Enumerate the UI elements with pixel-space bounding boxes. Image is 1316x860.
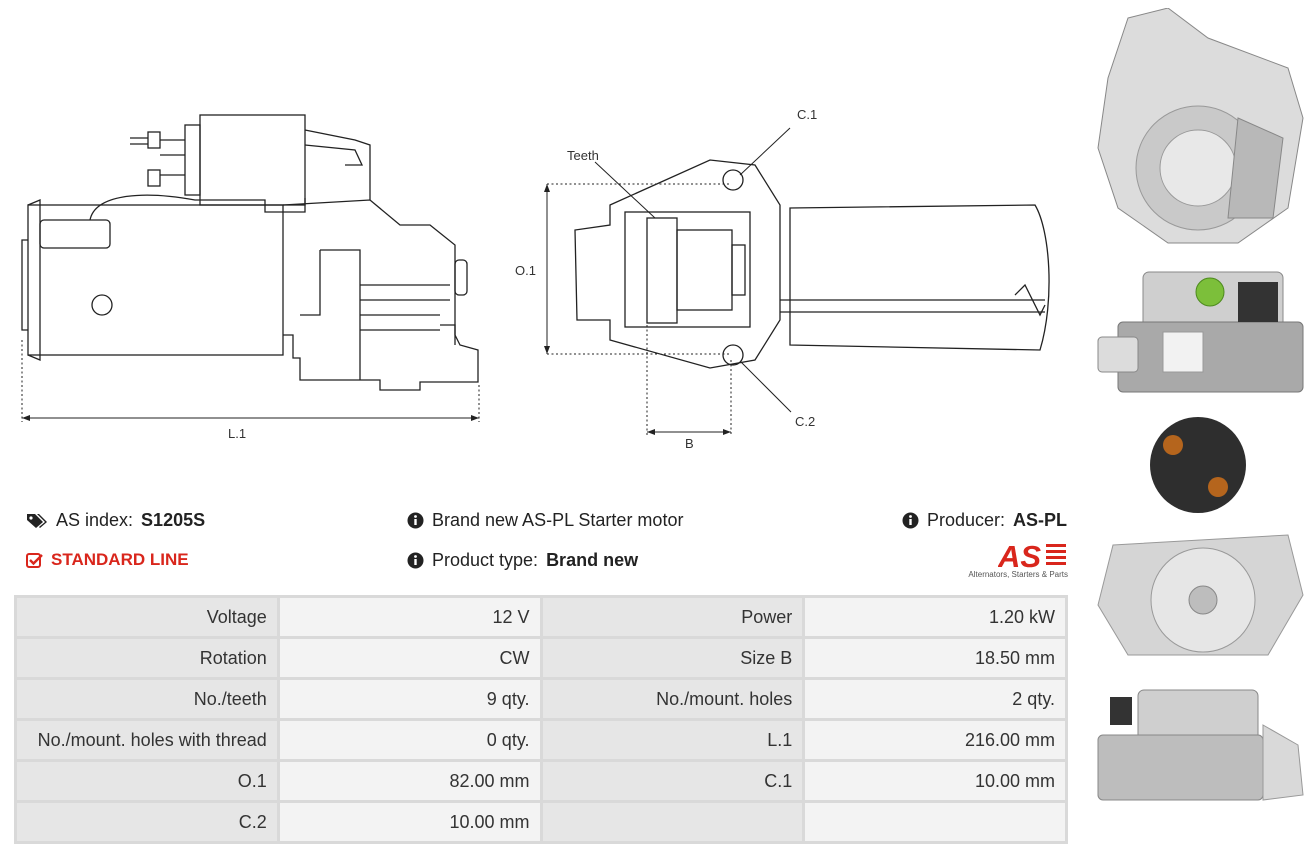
info-circle-icon xyxy=(407,552,424,569)
side-view-drawing: L.1 xyxy=(21,114,480,441)
spec-label-cell: C.2 xyxy=(17,803,277,841)
producer-value: AS-PL xyxy=(1013,510,1067,530)
c2-dimension-label: C.2 xyxy=(795,414,815,429)
product-photo-2 xyxy=(1097,271,1304,393)
spec-label-cell: Voltage xyxy=(17,598,277,636)
info-circle-icon xyxy=(407,512,424,529)
spec-value-cell: 10.00 mm xyxy=(279,803,540,841)
spec-value-cell: 2 qty. xyxy=(805,680,1065,718)
teeth-label: Teeth xyxy=(567,148,599,163)
brand-logo: AS Alternators, Starters & Parts xyxy=(966,540,1068,579)
check-square-icon xyxy=(26,552,43,568)
spec-label-cell: L.1 xyxy=(542,721,803,759)
product-photo-3 xyxy=(1097,417,1304,656)
product-type-label: Product type: xyxy=(432,550,539,570)
spec-label-cell xyxy=(542,803,803,841)
spec-value-cell xyxy=(805,803,1065,841)
product-photo-4 xyxy=(1097,689,1304,801)
spec-label-cell: Rotation xyxy=(17,639,277,677)
description-text: Brand new AS-PL Starter motor xyxy=(432,510,684,530)
description-row: Brand new AS-PL Starter motor xyxy=(407,510,683,531)
spec-label-cell: No./mount. holes with thread xyxy=(17,721,277,759)
spec-value-cell: 82.00 mm xyxy=(279,762,540,800)
spec-label-cell: C.1 xyxy=(542,762,803,800)
standard-line-label: STANDARD LINE xyxy=(51,550,189,569)
spec-value-cell: CW xyxy=(279,639,540,677)
product-photo-1 xyxy=(1097,8,1304,244)
c1-dimension-label: C.1 xyxy=(797,107,817,122)
spec-value-cell: 18.50 mm xyxy=(805,639,1065,677)
as-index-row: AS index: S1205S xyxy=(26,510,205,531)
spec-label-cell: O.1 xyxy=(17,762,277,800)
standard-line-row: STANDARD LINE xyxy=(26,550,189,570)
producer-label: Producer: xyxy=(926,510,1005,530)
o1-dimension-label: O.1 xyxy=(515,263,536,278)
info-circle-icon xyxy=(902,512,919,529)
spec-label-cell: No./teeth xyxy=(17,680,277,718)
front-view-drawing: O.1 B C.1 C.2 Teeth xyxy=(515,107,1050,451)
spec-label-cell: Power xyxy=(542,598,803,636)
producer-row: Producer: AS-PL xyxy=(902,510,1067,531)
tags-icon xyxy=(27,513,47,528)
spec-value-cell: 1.20 kW xyxy=(805,598,1065,636)
spec-value-cell: 216.00 mm xyxy=(805,721,1065,759)
l1-dimension-label: L.1 xyxy=(228,426,246,441)
spec-label-cell: Size B xyxy=(542,639,803,677)
spec-value-cell: 9 qty. xyxy=(279,680,540,718)
as-index-label: AS index: xyxy=(56,510,134,530)
product-type-value: Brand new xyxy=(546,550,639,570)
b-dimension-label: B xyxy=(685,436,694,451)
svg-text:AS: AS xyxy=(998,540,1041,570)
spec-value-cell: 10.00 mm xyxy=(805,762,1065,800)
logo-tagline: Alternators, Starters & Parts xyxy=(968,570,1068,579)
product-type-row: Product type: Brand new xyxy=(407,550,638,571)
as-index-value: S1205S xyxy=(141,510,206,530)
spec-value-cell: 12 V xyxy=(279,598,540,636)
spec-value-cell: 0 qty. xyxy=(279,721,540,759)
as-logo-icon: AS xyxy=(998,540,1066,570)
spec-label-cell: No./mount. holes xyxy=(542,680,803,718)
